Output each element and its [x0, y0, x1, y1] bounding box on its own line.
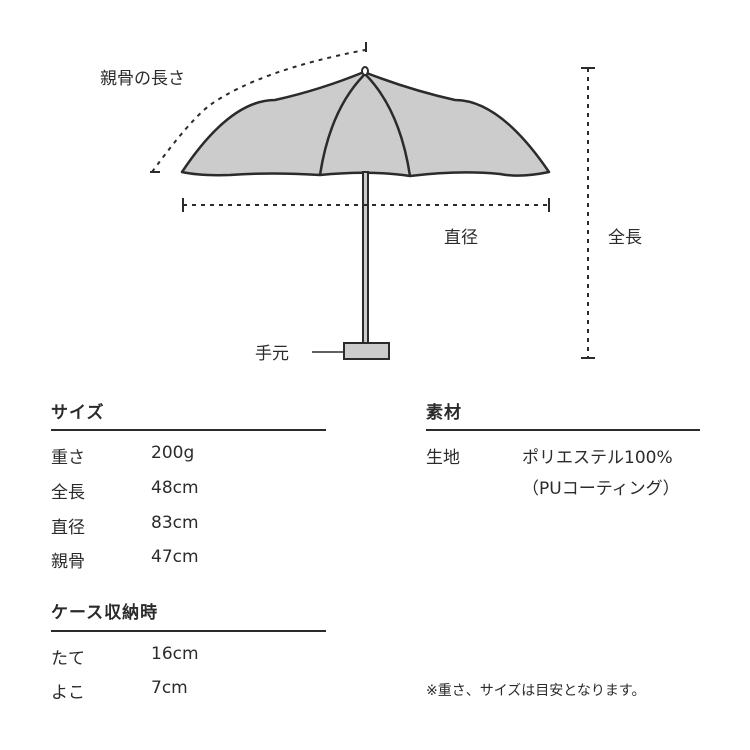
footnote: ※重さ、サイズは目安となります。 — [426, 683, 646, 699]
size-value: 200g — [151, 443, 195, 463]
size-row-diameter: 直径 83cm — [51, 513, 199, 538]
size-key: 親骨 — [51, 552, 85, 572]
size-row-weight: 重さ 200g — [51, 443, 194, 468]
size-value: 83cm — [151, 513, 199, 533]
case-value: 16cm — [151, 644, 199, 664]
case-key: たて — [51, 649, 85, 669]
total-length-label: 全長 — [608, 228, 642, 248]
case-value: 7cm — [151, 678, 188, 698]
case-row-height: たて 16cm — [51, 644, 199, 669]
rib-length-dimension — [151, 49, 366, 173]
umbrella-shaft — [362, 171, 369, 345]
rib-length-label: 親骨の長さ — [100, 69, 185, 89]
size-row-rib: 親骨 47cm — [51, 547, 199, 572]
case-key: よこ — [51, 683, 85, 703]
size-key: 直径 — [51, 518, 85, 538]
umbrella-rib-right — [365, 74, 412, 177]
size-value: 48cm — [151, 478, 199, 498]
umbrella-tip — [361, 66, 369, 76]
material-value-line1: ポリエステル100% — [522, 448, 673, 468]
size-row-total-length: 全長 48cm — [51, 478, 199, 503]
case-row-width: よこ 7cm — [51, 678, 188, 703]
diameter-label: 直径 — [444, 228, 478, 248]
size-section-title: サイズ — [51, 403, 105, 423]
material-section-title: 素材 — [426, 403, 462, 423]
umbrella-rib-left — [318, 74, 365, 176]
umbrella-diagram: 親骨の長さ 直径 全長 手元 — [100, 42, 642, 364]
umbrella-canopy — [180, 70, 551, 178]
size-value: 47cm — [151, 547, 199, 567]
material-value-line2: （PUコーティング） — [522, 479, 680, 499]
case-section-title: ケース収納時 — [51, 603, 159, 623]
umbrella-handle — [343, 342, 390, 360]
handle-label: 手元 — [255, 344, 289, 364]
size-key: 全長 — [51, 483, 85, 503]
size-key: 重さ — [51, 448, 85, 468]
case-section-rule — [51, 630, 326, 632]
material-section-rule — [426, 429, 700, 431]
size-section-rule — [51, 429, 326, 431]
material-key: 生地 — [426, 448, 460, 468]
